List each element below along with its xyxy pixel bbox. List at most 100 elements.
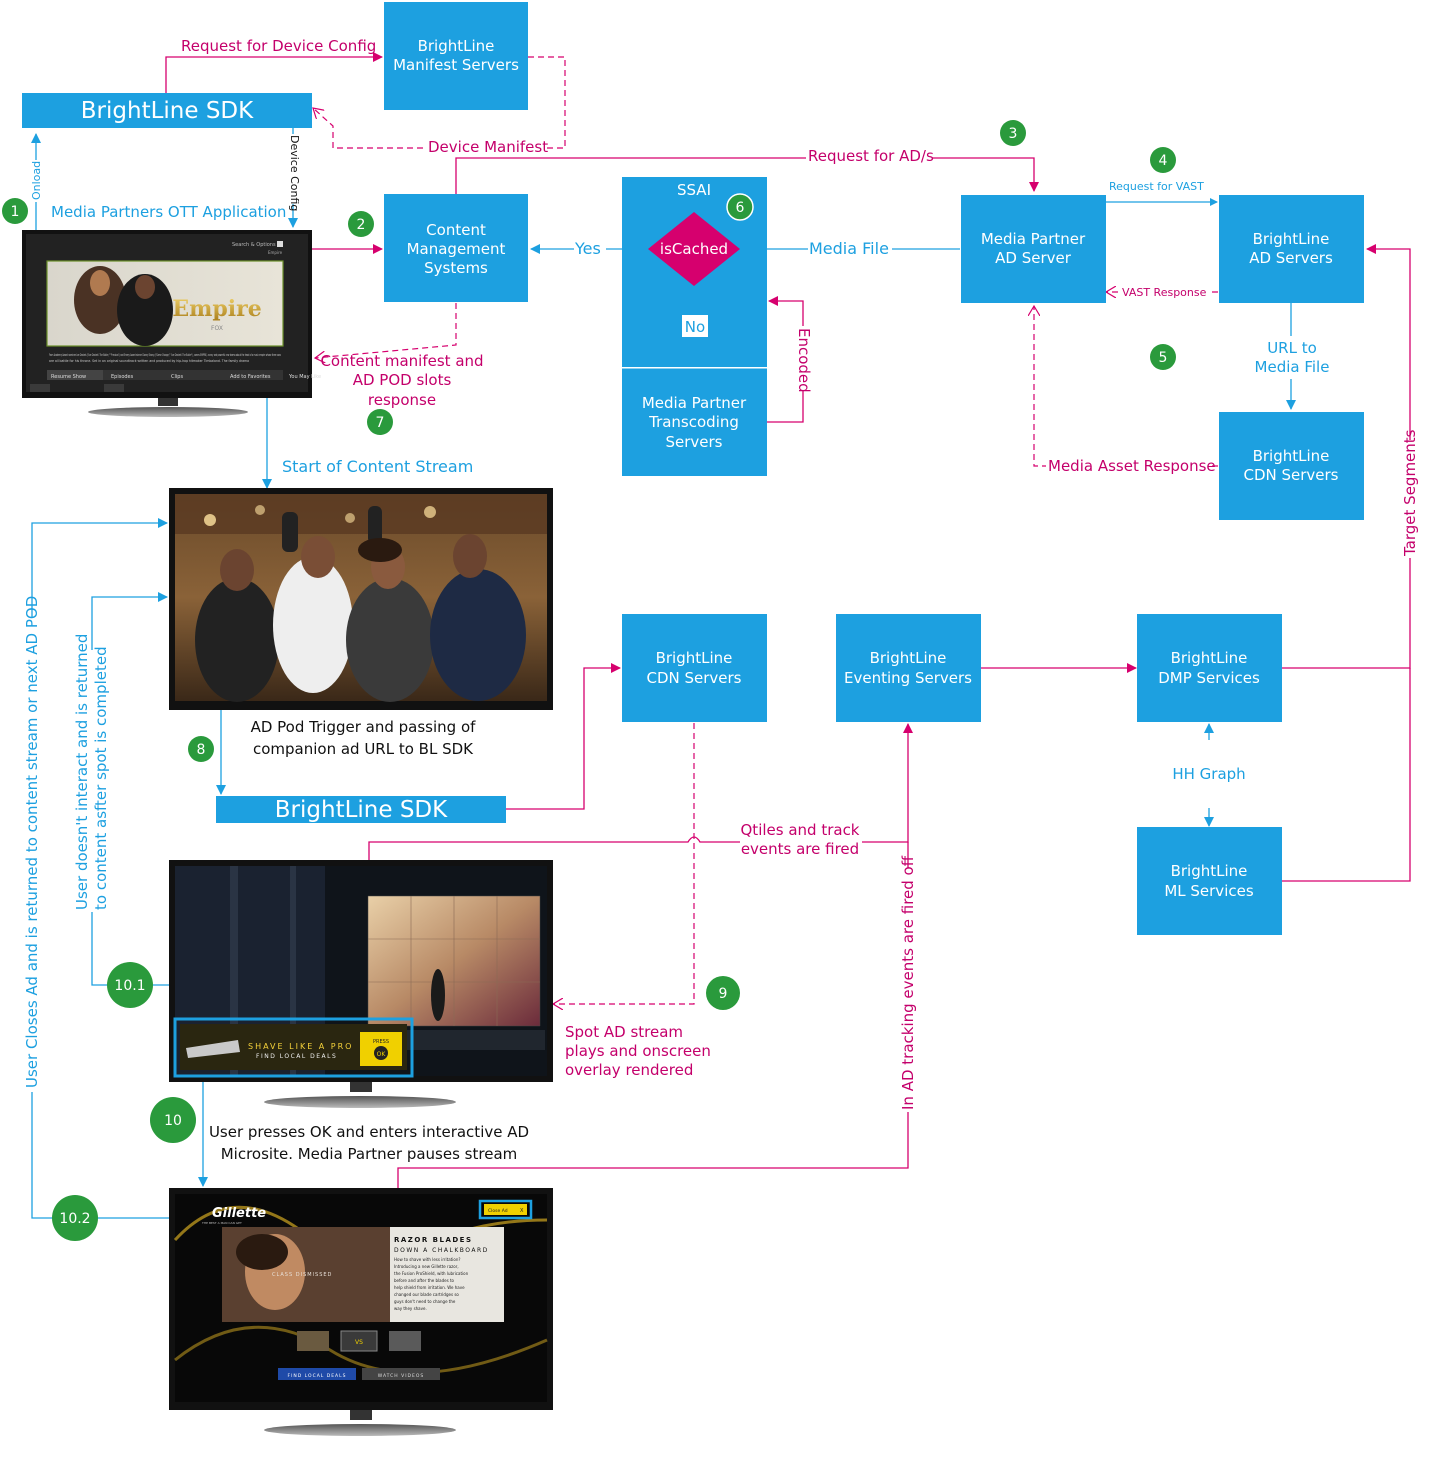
svg-text:BrightLine: BrightLine <box>1253 447 1330 465</box>
svg-text:Qtiles and track: Qtiles and track <box>741 821 860 839</box>
gillette-logo: Gillette <box>212 1206 266 1221</box>
find-local-deals-button: FIND LOCAL DEALS <box>288 1373 347 1379</box>
svg-text:guys don't need to change the: guys don't need to change the <box>394 1299 456 1304</box>
svg-text:You May Like: You May Like <box>288 374 321 380</box>
svg-text:changed our blade cartridges s: changed our blade cartridges so <box>394 1292 459 1297</box>
svg-text:CLASS DISMISSED: CLASS DISMISSED <box>272 1272 332 1278</box>
svg-text:Management: Management <box>407 240 506 258</box>
req-device-config-label: Request for Device Config <box>181 37 376 55</box>
svg-text:Content manifest and: Content manifest and <box>320 352 483 370</box>
manifest-servers-box: BrightLine Manifest Servers <box>384 2 528 110</box>
svg-text:events are fired: events are fired <box>741 840 859 858</box>
svg-text:6: 6 <box>736 200 745 216</box>
media-file-label: Media File <box>809 239 889 258</box>
svg-text:BrightLine: BrightLine <box>418 37 495 55</box>
request-vast-label: Request for VAST <box>1109 180 1204 193</box>
svg-text:Eventing Servers: Eventing Servers <box>844 669 972 687</box>
no-label: No <box>685 318 705 336</box>
close-ad-button: Close Ad <box>488 1208 508 1214</box>
tv-content-stream <box>169 488 553 710</box>
tv-microsite: Gillette THE BEST A MAN CAN GET Close Ad… <box>169 1188 553 1436</box>
device-config-label: Device Config <box>288 135 301 211</box>
svg-text:Manifest Servers: Manifest Servers <box>393 56 519 74</box>
svg-text:AD POD slots: AD POD slots <box>353 371 452 389</box>
svg-text:RAZOR BLADES: RAZOR BLADES <box>394 1236 473 1244</box>
svg-text:Media Partner: Media Partner <box>981 230 1086 248</box>
svg-text:10: 10 <box>164 1113 182 1129</box>
svg-text:response: response <box>368 391 436 409</box>
bl-sdk-top: BrightLine SDK <box>22 93 312 128</box>
request-ads-label: Request for AD/s <box>808 147 934 165</box>
onload-label: Onload <box>30 161 43 200</box>
svg-text:Add to Favorites: Add to Favorites <box>230 374 271 380</box>
svg-text:Content: Content <box>426 221 486 239</box>
ml-services-box: BrightLine ML Services <box>1137 827 1282 935</box>
badge-8: 8 <box>188 736 214 762</box>
tv-ott-app: Search & Options Empire Empire FOX From … <box>22 230 321 417</box>
svg-text:CDN Servers: CDN Servers <box>646 669 741 687</box>
ssai-title: SSAI <box>677 181 711 199</box>
svg-text:BrightLine: BrightLine <box>1171 649 1248 667</box>
svg-text:DOWN A CHALKBOARD: DOWN A CHALKBOARD <box>394 1247 489 1254</box>
svg-text:BrightLine: BrightLine <box>870 649 947 667</box>
bl-cdn-right-box: BrightLine CDN Servers <box>1219 412 1364 520</box>
svg-text:before and after the blades to: before and after the blades to <box>394 1278 455 1283</box>
svg-text:companion ad URL to BL SDK: companion ad URL to BL SDK <box>253 740 474 758</box>
badge-10-1: 10.1 <box>107 962 153 1008</box>
badge-7: 7 <box>367 409 393 435</box>
svg-text:10.1: 10.1 <box>114 978 145 994</box>
bl-sdk-top-label: BrightLine SDK <box>81 98 254 124</box>
svg-text:1: 1 <box>11 204 20 220</box>
svg-text:User presses OK and enters int: User presses OK and enters interactive A… <box>209 1123 529 1141</box>
svg-text:Search & Options: Search & Options <box>232 242 276 248</box>
hh-graph-label: HH Graph <box>1172 765 1245 783</box>
iscached-decision <box>648 212 740 286</box>
badge-10: 10 <box>150 1097 196 1143</box>
badge-9: 9 <box>706 976 740 1010</box>
bl-ad-servers-box: BrightLine AD Servers <box>1219 195 1364 303</box>
svg-text:are all battle for his throne.: are all battle for his throne. Set in an… <box>49 359 249 363</box>
svg-text:Microsite. Media Partner pause: Microsite. Media Partner pauses stream <box>221 1145 518 1163</box>
vast-response-label: VAST Response <box>1122 286 1207 299</box>
svg-text:BrightLine: BrightLine <box>1171 862 1248 880</box>
svg-text:From Academy Award nominee Lee: From Academy Award nominee Lee Daniels (… <box>49 353 281 357</box>
bl-sdk-bottom-label: BrightLine SDK <box>275 797 448 823</box>
svg-text:Media File: Media File <box>1255 358 1330 376</box>
svg-text:SHAVE LIKE A PRO: SHAVE LIKE A PRO <box>248 1042 353 1051</box>
transcoding-box: Media Partner Transcoding Servers <box>622 367 767 476</box>
svg-text:ML Services: ML Services <box>1164 882 1254 900</box>
user-closes-label: User Closes Ad and is returned to conten… <box>23 596 41 1088</box>
svg-text:BrightLine: BrightLine <box>1253 230 1330 248</box>
svg-text:5: 5 <box>1159 350 1168 366</box>
svg-text:Empire: Empire <box>268 250 283 255</box>
ott-app-label: Media Partners OTT Application <box>51 203 286 221</box>
eventing-servers-box: BrightLine Eventing Servers <box>836 614 981 722</box>
badge-2: 2 <box>348 211 374 237</box>
svg-text:Spot AD stream: Spot AD stream <box>565 1023 683 1041</box>
svg-text:AD Pod Trigger and passing of: AD Pod Trigger and passing of <box>251 718 477 736</box>
svg-text:FOX: FOX <box>211 325 223 332</box>
svg-text:2: 2 <box>357 217 366 233</box>
step-badges: 1 2 3 4 5 6 7 8 9 10 10.1 10.2 <box>2 120 1176 1241</box>
svg-text:VS: VS <box>355 1339 363 1346</box>
svg-text:overlay rendered: overlay rendered <box>565 1061 693 1079</box>
badge-3: 3 <box>1000 120 1026 146</box>
svg-text:Media Partner: Media Partner <box>642 394 747 412</box>
svg-text:AD Server: AD Server <box>995 249 1072 267</box>
badge-10-2: 10.2 <box>52 1195 98 1241</box>
svg-text:to content asfter spot is comp: to content asfter spot is completed <box>92 646 110 910</box>
svg-text:BrightLine: BrightLine <box>656 649 733 667</box>
in-ad-tracking-label: In AD tracking events are fired off <box>899 855 917 1110</box>
badge-5: 5 <box>1150 344 1176 370</box>
svg-text:Resume Show: Resume Show <box>51 374 86 380</box>
svg-text:9: 9 <box>719 986 728 1002</box>
svg-text:7: 7 <box>376 415 385 431</box>
bl-cdn-mid-box: BrightLine CDN Servers <box>622 614 767 722</box>
mp-ad-server-box: Media Partner AD Server <box>961 195 1106 303</box>
svg-text:10.2: 10.2 <box>59 1211 90 1227</box>
target-segments-label: Target Segments <box>1401 429 1419 557</box>
svg-text:8: 8 <box>197 742 206 758</box>
svg-text:How to shave with less irritat: How to shave with less irritation? <box>394 1257 460 1262</box>
svg-text:3: 3 <box>1009 126 1018 142</box>
bl-sdk-bottom: BrightLine SDK <box>216 796 506 823</box>
